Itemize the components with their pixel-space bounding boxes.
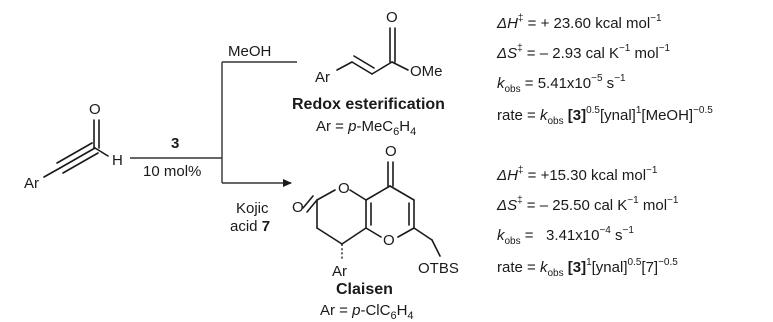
otbs-label: OTBS xyxy=(418,260,459,277)
methanol-reagent: MeOH xyxy=(228,43,271,60)
claisen-title: Claisen xyxy=(336,281,393,298)
lactone-carbonyl-b xyxy=(306,199,318,213)
ester-ome-label: OMe xyxy=(410,63,443,80)
pyranone-ketone-o-label: O xyxy=(385,143,397,160)
claisen-enthalpy: ΔH‡ = +15.30 kcal mol−1 xyxy=(496,165,658,184)
ester-bond-ar xyxy=(336,61,353,71)
lactone-bond-5 xyxy=(341,227,367,245)
lactone-bond-4 xyxy=(316,227,343,245)
ester-o-label: O xyxy=(386,9,398,26)
reactant-bond-cho xyxy=(94,147,109,157)
ester-ar-label: Ar xyxy=(315,69,330,86)
ch2-bond xyxy=(413,227,433,241)
claisen-rate-constant: kobs = 3.41x10−4 s−1 xyxy=(497,225,634,247)
pyranone-bond-3 xyxy=(397,227,415,238)
ester-bond-ome xyxy=(391,61,409,71)
branch-lines xyxy=(221,61,297,187)
reactant-ynal-structure: Ar O H xyxy=(24,101,123,192)
redox-rate-constant: kobs = 5.41x10−5 s−1 xyxy=(497,73,626,95)
pyranone-bond-4 xyxy=(365,227,382,238)
lactone-bond-2 xyxy=(349,189,367,201)
claisen-ar-label: Ar xyxy=(332,263,347,280)
reactant-h-label: H xyxy=(112,152,123,169)
catalyst-number: 3 xyxy=(171,135,179,152)
reactant-bond-ar xyxy=(43,167,61,178)
kojic-acid-reagent-line1: Kojic xyxy=(236,200,269,217)
pyranone-bond-1 xyxy=(365,185,391,201)
reactant-ar-label: Ar xyxy=(24,175,39,192)
claisen-ar-definition: Ar = p-ClC6H4 xyxy=(320,302,414,322)
ester-bond-carbonyl xyxy=(371,61,393,75)
claisen-product-structure: O O O O OTBS Ar xyxy=(292,143,459,280)
redox-entropy: ΔS‡ = – 2.93 cal K−1 mol−1 xyxy=(496,43,671,62)
lactone-bond-1 xyxy=(316,189,336,201)
claisen-kinetic-parameters: ΔH‡ = +15.30 kcal mol−1 ΔS‡ = – 25.50 ca… xyxy=(496,165,679,279)
pyranone-bond-2 xyxy=(389,185,415,201)
redox-rate-law: rate = kobs [3]0.5[ynal]1[MeOH]−0.5 xyxy=(497,105,713,127)
claisen-rate-law: rate = kobs [3]1[ynal]0.5[7]−0.5 xyxy=(497,257,678,279)
reactant-o-label: O xyxy=(89,101,101,118)
lactone-ring-o-label: O xyxy=(338,180,350,197)
ester-double-bond-a xyxy=(351,61,373,75)
redox-ar-definition: Ar = p-MeC6H4 xyxy=(316,118,416,138)
ester-product-structure: Ar O OMe xyxy=(315,9,443,86)
catalyst-conditions: 3 10 mol% xyxy=(130,135,222,180)
redox-enthalpy: ΔH‡ = + 23.60 kcal mol−1 xyxy=(496,13,662,32)
kojic-acid-reagent-line2: acid 7 xyxy=(230,218,270,235)
reactant-triple-bond-a xyxy=(59,147,96,169)
redox-kinetic-parameters: ΔH‡ = + 23.60 kcal mol−1 ΔS‡ = – 2.93 ca… xyxy=(496,13,713,127)
reactant-triple-bond-b xyxy=(56,142,93,164)
lactone-o-label: O xyxy=(292,199,304,216)
redox-esterification-title: Redox esterification xyxy=(292,96,445,113)
claisen-entropy: ΔS‡ = – 25.50 cal K−1 mol−1 xyxy=(496,195,679,214)
otbs-bond xyxy=(431,239,441,257)
catalyst-loading: 10 mol% xyxy=(143,163,201,180)
lactone-carbonyl-a xyxy=(302,195,314,209)
reactant-triple-bond-c xyxy=(62,152,99,174)
pyranone-ring-o-label: O xyxy=(383,232,395,249)
ester-double-bond-b xyxy=(353,55,375,69)
